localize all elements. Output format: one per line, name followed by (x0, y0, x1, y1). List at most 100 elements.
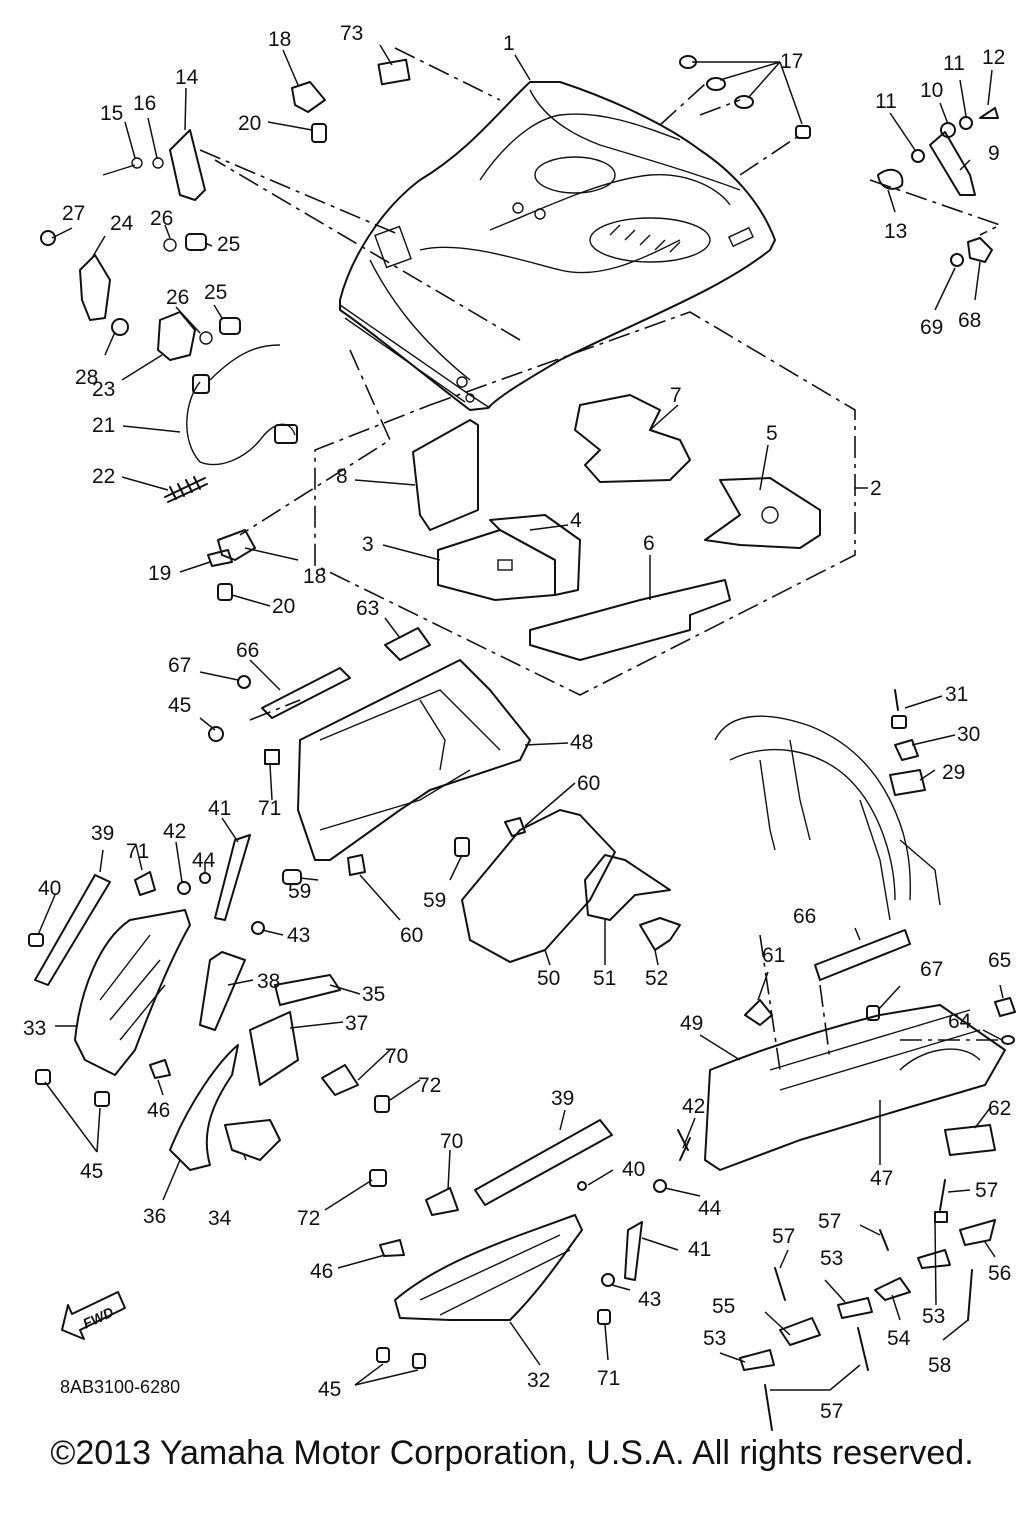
callout-26a: 26 (150, 207, 173, 230)
callout-42b: 42 (682, 1095, 705, 1118)
callout-34: 34 (208, 1207, 232, 1230)
callout-10: 10 (920, 79, 943, 102)
callout-9: 9 (988, 142, 1000, 165)
callout-7: 7 (670, 384, 682, 407)
callout-36: 36 (143, 1205, 166, 1228)
hood-part (339, 81, 776, 411)
callout-5: 5 (766, 422, 778, 445)
side-panel-parts (461, 809, 681, 963)
callout-50: 50 (537, 967, 560, 990)
callout-57b: 57 (818, 1210, 841, 1233)
lower-right-side-parts (677, 929, 1016, 1171)
callout-69: 69 (920, 316, 943, 339)
callout-45a: 45 (168, 694, 191, 717)
callout-67a: 67 (168, 654, 191, 677)
callout-71b: 71 (258, 797, 281, 820)
callout-6: 6 (643, 532, 655, 555)
callout-42a: 42 (163, 820, 186, 843)
callout-32: 32 (527, 1369, 550, 1392)
callout-1: 1 (503, 32, 515, 55)
callout-58: 58 (928, 1354, 951, 1377)
callout-72b: 72 (297, 1207, 320, 1230)
lower-fasteners (739, 1179, 996, 1431)
callout-31: 31 (945, 683, 968, 706)
callout-57c: 57 (772, 1225, 795, 1248)
callout-48: 48 (570, 731, 593, 754)
callout-68: 68 (958, 309, 981, 332)
callout-19: 19 (148, 562, 171, 585)
callout-57a: 57 (975, 1179, 998, 1202)
callout-13: 13 (884, 220, 907, 243)
callout-41b: 41 (688, 1238, 711, 1261)
callout-43b: 43 (638, 1288, 661, 1311)
dash-leaders (199, 47, 1003, 1071)
forward-arrow-icon: FWD (61, 1291, 126, 1340)
callout-59a: 59 (288, 880, 311, 903)
callout-55: 55 (712, 1295, 735, 1318)
callout-53b: 53 (922, 1305, 945, 1328)
callout-4: 4 (570, 509, 582, 532)
callout-14: 14 (175, 66, 199, 89)
callout-2: 2 (870, 477, 882, 500)
center-panel-parts (208, 627, 531, 885)
callout-70a: 70 (385, 1045, 408, 1068)
callout-45c: 45 (318, 1378, 341, 1401)
callout-28: 28 (75, 366, 98, 389)
callout-60b: 60 (400, 924, 423, 947)
callout-70b: 70 (440, 1130, 463, 1153)
callout-39a: 39 (91, 822, 114, 845)
callout-67b: 67 (920, 958, 943, 981)
callout-24: 24 (110, 212, 134, 235)
callout-8: 8 (336, 465, 348, 488)
figure-code: 8AB3100-6280 (60, 1377, 180, 1397)
callout-30: 30 (957, 723, 980, 746)
callout-54: 54 (887, 1327, 911, 1350)
callout-62: 62 (988, 1097, 1011, 1120)
callout-40a: 40 (38, 877, 61, 900)
callout-18a: 18 (268, 28, 291, 51)
callout-49: 49 (680, 1012, 703, 1035)
callout-53a: 53 (820, 1247, 843, 1270)
callout-25b: 25 (204, 281, 227, 304)
callout-25a: 25 (217, 233, 240, 256)
upper-left-hardware (40, 58, 411, 361)
insulation-pad-parts (412, 394, 821, 661)
callout-12: 12 (982, 46, 1005, 69)
lower-left-side-parts (28, 834, 390, 1171)
callout-41a: 41 (208, 797, 231, 820)
callout-38: 38 (257, 970, 280, 993)
callout-labels: 1 2 3 4 5 6 7 8 9 10 11 11 12 13 14 15 1… (23, 22, 1011, 1423)
callout-53c: 53 (703, 1327, 726, 1350)
callout-43a: 43 (287, 924, 310, 947)
callout-51: 51 (593, 967, 616, 990)
callout-23: 23 (92, 378, 115, 401)
callout-27: 27 (62, 202, 85, 225)
callout-33: 33 (23, 1017, 46, 1040)
callout-20b: 20 (272, 595, 295, 618)
callout-37: 37 (345, 1012, 368, 1035)
callout-21: 21 (92, 414, 115, 437)
callout-57d: 57 (820, 1400, 843, 1423)
callout-17: 17 (780, 50, 803, 73)
callout-45b: 45 (80, 1160, 103, 1183)
callout-18b: 18 (303, 565, 326, 588)
callout-73: 73 (340, 22, 363, 45)
callout-47: 47 (870, 1167, 893, 1190)
callout-65: 65 (988, 949, 1011, 972)
callout-15: 15 (100, 102, 123, 125)
callout-29: 29 (942, 761, 965, 784)
callout-66b: 66 (793, 905, 816, 928)
callout-66a: 66 (236, 639, 259, 662)
callout-63: 63 (356, 597, 379, 620)
callout-16: 16 (133, 92, 156, 115)
callout-59b: 59 (423, 889, 446, 912)
upper-right-hardware (679, 55, 999, 267)
callout-22: 22 (92, 465, 115, 488)
callout-26b: 26 (166, 286, 189, 309)
callout-40b: 40 (622, 1158, 645, 1181)
callout-71a: 71 (126, 840, 149, 863)
group-boundary-2 (314, 311, 856, 696)
callout-64: 64 (948, 1010, 972, 1033)
callout-60a: 60 (577, 772, 600, 795)
